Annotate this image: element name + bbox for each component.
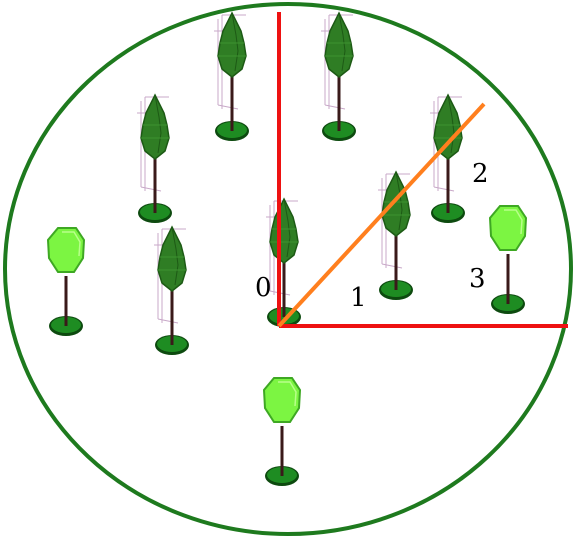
- label-one: 1: [350, 283, 367, 313]
- conifer-tree-icon: [378, 172, 413, 300]
- conifer-tree-icon: [214, 13, 249, 141]
- label-two: 2: [472, 159, 489, 189]
- broadleaf-tree-icon: [490, 206, 526, 314]
- label-three: 3: [469, 264, 486, 294]
- conifer-tree-icon: [321, 13, 356, 141]
- broadleaf-tree-icon: [48, 228, 84, 336]
- conifer-tree-icon: [154, 227, 189, 355]
- broadleaf-tree-icon: [264, 378, 300, 486]
- conifer-tree-icon: [137, 95, 172, 223]
- plot-boundary-circle: [5, 4, 571, 534]
- label-origin: 0: [255, 273, 272, 303]
